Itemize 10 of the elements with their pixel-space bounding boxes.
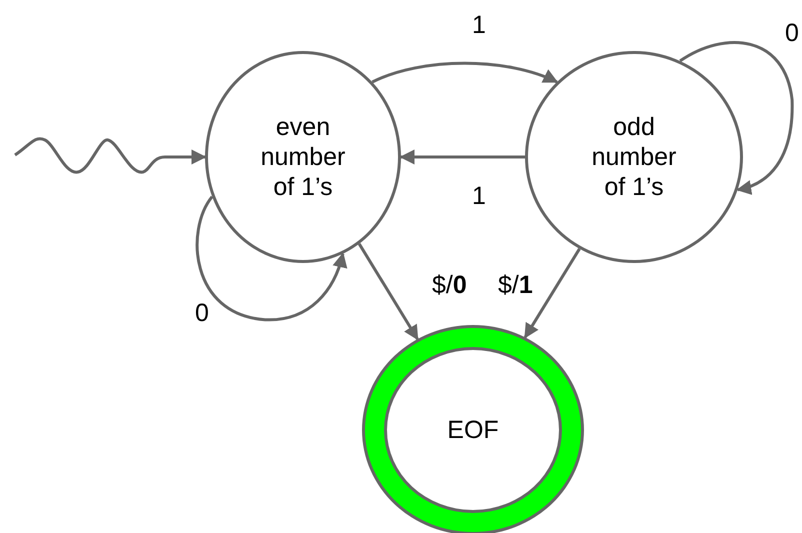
self-loop-arrow — [679, 41, 794, 194]
start-arrow — [14, 137, 206, 174]
self-loop-arrow — [196, 196, 347, 322]
state-label: even number of 1’s — [260, 112, 346, 202]
transition-arrow — [358, 243, 419, 340]
state-label: EOF — [447, 415, 499, 445]
transition-arrow — [524, 248, 581, 339]
transition-arrow — [400, 150, 525, 164]
state-label: odd number of 1’s — [590, 112, 678, 202]
transition-arrow — [372, 62, 558, 84]
